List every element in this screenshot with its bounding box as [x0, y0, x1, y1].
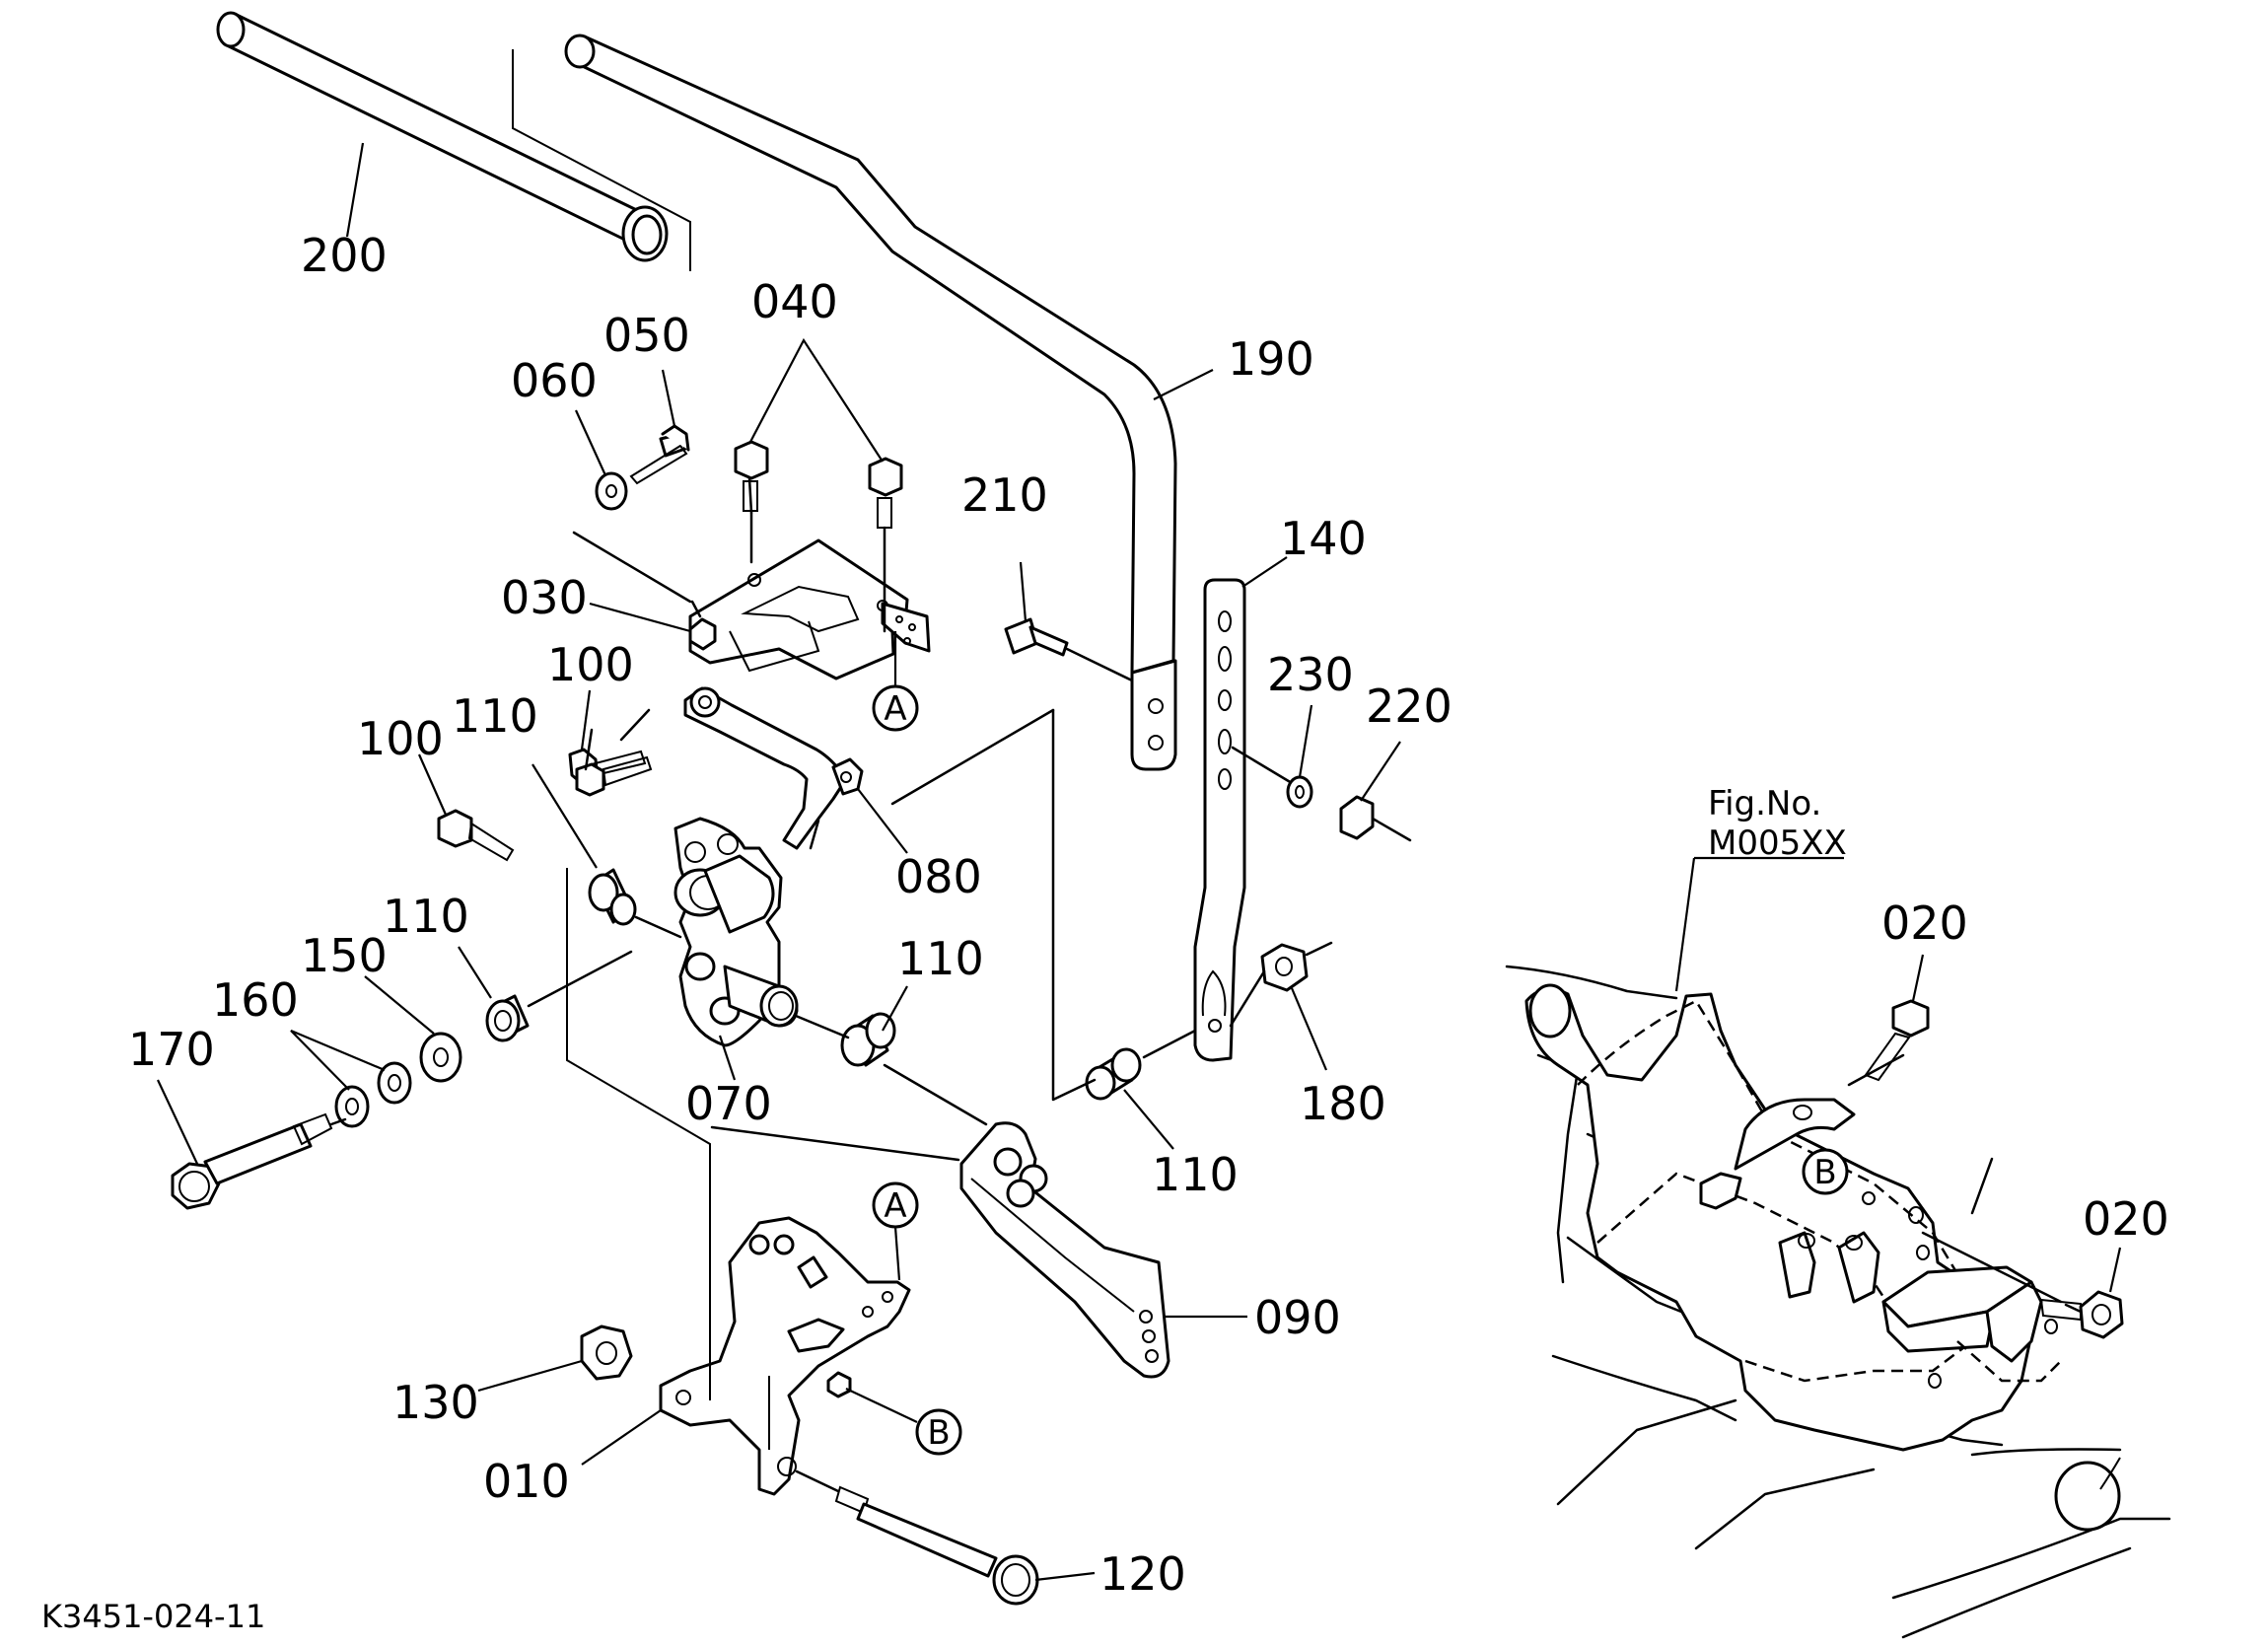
part-070-lever: [673, 817, 799, 1081]
callout-b-inset: B: [1802, 1148, 1849, 1195]
part-190-lever: [564, 34, 1214, 771]
drawing-code: K3451-024-11: [41, 1598, 265, 1635]
label-230: 230: [1267, 648, 1354, 701]
part-110-bushing-upper: [532, 763, 682, 939]
part-040-bolts: [734, 337, 903, 633]
label-120: 120: [1099, 1547, 1186, 1601]
label-060: 060: [511, 354, 598, 407]
part-180-nut: [1229, 941, 1333, 1071]
part-160-washers: [290, 1029, 412, 1128]
part-050-bolt: [629, 369, 690, 485]
part-210-bolt: [1004, 561, 1134, 682]
part-150-washer: [364, 975, 462, 1083]
part-110-bushing-lower: [794, 985, 988, 1126]
label-110-right: 110: [897, 932, 984, 985]
part-110-bushing-right: [1085, 1029, 1197, 1150]
part-060-washer: [574, 409, 628, 511]
label-020-lower: 020: [2083, 1192, 2169, 1246]
label-030: 030: [501, 571, 588, 624]
label-110-mid: 110: [383, 890, 469, 943]
inset-frame-assembly: [1505, 856, 2171, 1639]
label-180: 180: [1300, 1077, 1386, 1130]
label-040: 040: [751, 275, 838, 328]
label-050: 050: [603, 309, 690, 362]
label-140: 140: [1280, 512, 1367, 565]
part-200-tube: [216, 11, 691, 271]
label-100-lower: 100: [357, 712, 444, 765]
label-070: 070: [685, 1077, 772, 1130]
inset-part-020-upper: [1864, 954, 1930, 1082]
label-110-upper: 110: [452, 689, 538, 743]
figure-reference-line2: M005XX: [1708, 824, 1847, 863]
label-200: 200: [301, 229, 388, 282]
callout-b-bottom: B: [845, 1388, 962, 1456]
label-130: 130: [392, 1376, 479, 1429]
part-100-bolt-lower: [417, 753, 515, 862]
part-140-plate: [1193, 556, 1304, 1062]
label-170: 170: [128, 1023, 215, 1076]
callout-b-bottom-label: B: [927, 1413, 950, 1453]
part-110-bushing-mid: [458, 946, 633, 1042]
part-220-nut: [1339, 741, 1412, 842]
figure-reference-line1: Fig.No.: [1708, 784, 1821, 824]
label-110-lower: 110: [1152, 1148, 1239, 1201]
label-220: 220: [1366, 680, 1453, 733]
label-090: 090: [1254, 1291, 1341, 1344]
inset-part-020-lower: [2039, 1247, 2124, 1339]
callout-a-top: A: [872, 631, 919, 732]
label-210: 210: [961, 468, 1048, 522]
callout-a-top-label: A: [884, 689, 906, 729]
part-230-washer: [1286, 704, 1313, 809]
label-190: 190: [1228, 332, 1314, 386]
part-030-bracket: [572, 531, 931, 680]
part-010-bracket: [566, 868, 911, 1496]
label-150: 150: [301, 929, 388, 982]
label-160: 160: [212, 973, 299, 1027]
label-080: 080: [895, 850, 982, 903]
part-080-link: [568, 686, 908, 854]
label-100-upper: 100: [547, 638, 634, 691]
part-100-bolt-upper: [575, 728, 653, 797]
part-090-arm: [959, 1121, 1247, 1379]
part-170-bolt: [157, 1079, 347, 1210]
callout-a-bottom: A: [872, 1182, 919, 1281]
label-020-upper: 020: [1881, 896, 1968, 950]
part-120-bolt: [795, 1469, 1096, 1606]
callout-a-bottom-label: A: [884, 1186, 906, 1226]
callout-b-inset-label: B: [1813, 1153, 1836, 1192]
part-130-nut: [477, 1325, 633, 1393]
label-010: 010: [483, 1455, 570, 1508]
